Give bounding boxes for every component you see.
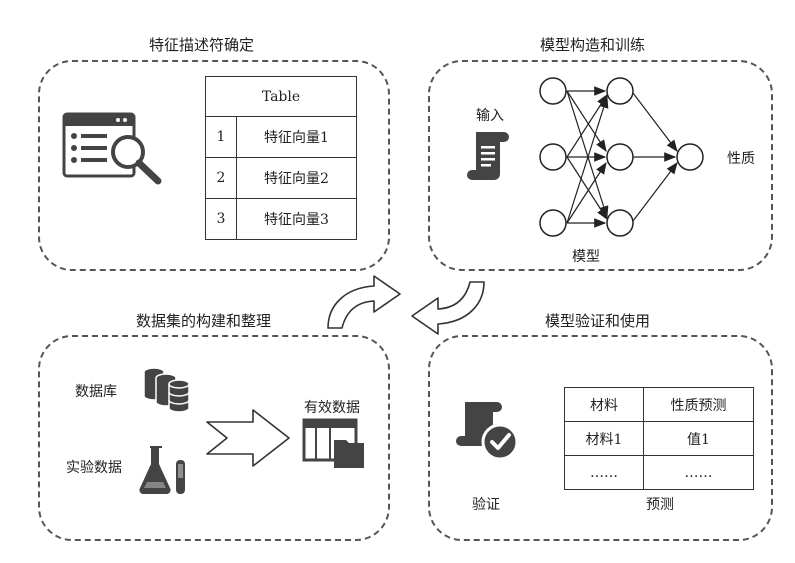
- flask-icon: [139, 446, 185, 495]
- panel-title-validation: 模型验证和使用: [545, 312, 651, 330]
- experiment-label: 实验数据: [66, 460, 122, 476]
- output-label: 性质: [727, 151, 755, 167]
- search-window-icon: [62, 112, 162, 185]
- valid-data-label: 有效数据: [304, 400, 360, 416]
- panel-validation: [428, 335, 773, 541]
- scroll-document-icon: [467, 132, 509, 180]
- table-row-label: 特征向量1: [236, 116, 357, 158]
- database-icon: [143, 367, 190, 413]
- large-right-arrow: [206, 409, 290, 467]
- curved-arrow-up-icon: [327, 275, 401, 329]
- verify-label: 验证: [472, 497, 500, 513]
- table-cell: 值1: [643, 421, 754, 456]
- panel-feature-descriptor: [38, 60, 390, 271]
- table-row-num: 2: [205, 157, 237, 199]
- input-label: 输入: [476, 108, 504, 124]
- verify-scroll-icon: [456, 402, 519, 461]
- data-folder-icon: [302, 418, 364, 468]
- panel-title-model: 模型构造和训练: [540, 36, 646, 54]
- table-cell: ……: [564, 455, 644, 490]
- curved-arrow-down-icon: [411, 281, 485, 335]
- table-header-cell: 性质预测: [643, 387, 754, 422]
- table-header-cell: 材料: [564, 387, 644, 422]
- panel-dataset: [38, 335, 390, 541]
- hidden-node: [606, 143, 634, 171]
- model-label: 模型: [572, 249, 600, 265]
- panel-title-dataset: 数据集的构建和整理: [136, 312, 272, 330]
- output-node: [676, 143, 704, 171]
- hidden-node: [606, 77, 634, 105]
- table-header: Table: [205, 76, 357, 117]
- neural-network-diagram: [539, 77, 704, 237]
- predict-label: 预测: [646, 497, 674, 513]
- panel-model-construction: [428, 60, 773, 271]
- panel-title-feature: 特征描述符确定: [149, 36, 255, 54]
- hidden-node: [606, 209, 634, 237]
- table-cell: ……: [643, 455, 754, 490]
- table-row-label: 特征向量3: [236, 198, 357, 240]
- table-row-label: 特征向量2: [236, 157, 357, 199]
- input-node: [539, 77, 567, 105]
- table-cell: 材料1: [564, 421, 644, 456]
- input-node: [539, 209, 567, 237]
- table-row-num: 1: [205, 116, 237, 158]
- database-label: 数据库: [75, 384, 117, 400]
- table-row-num: 3: [205, 198, 237, 240]
- input-node: [539, 143, 567, 171]
